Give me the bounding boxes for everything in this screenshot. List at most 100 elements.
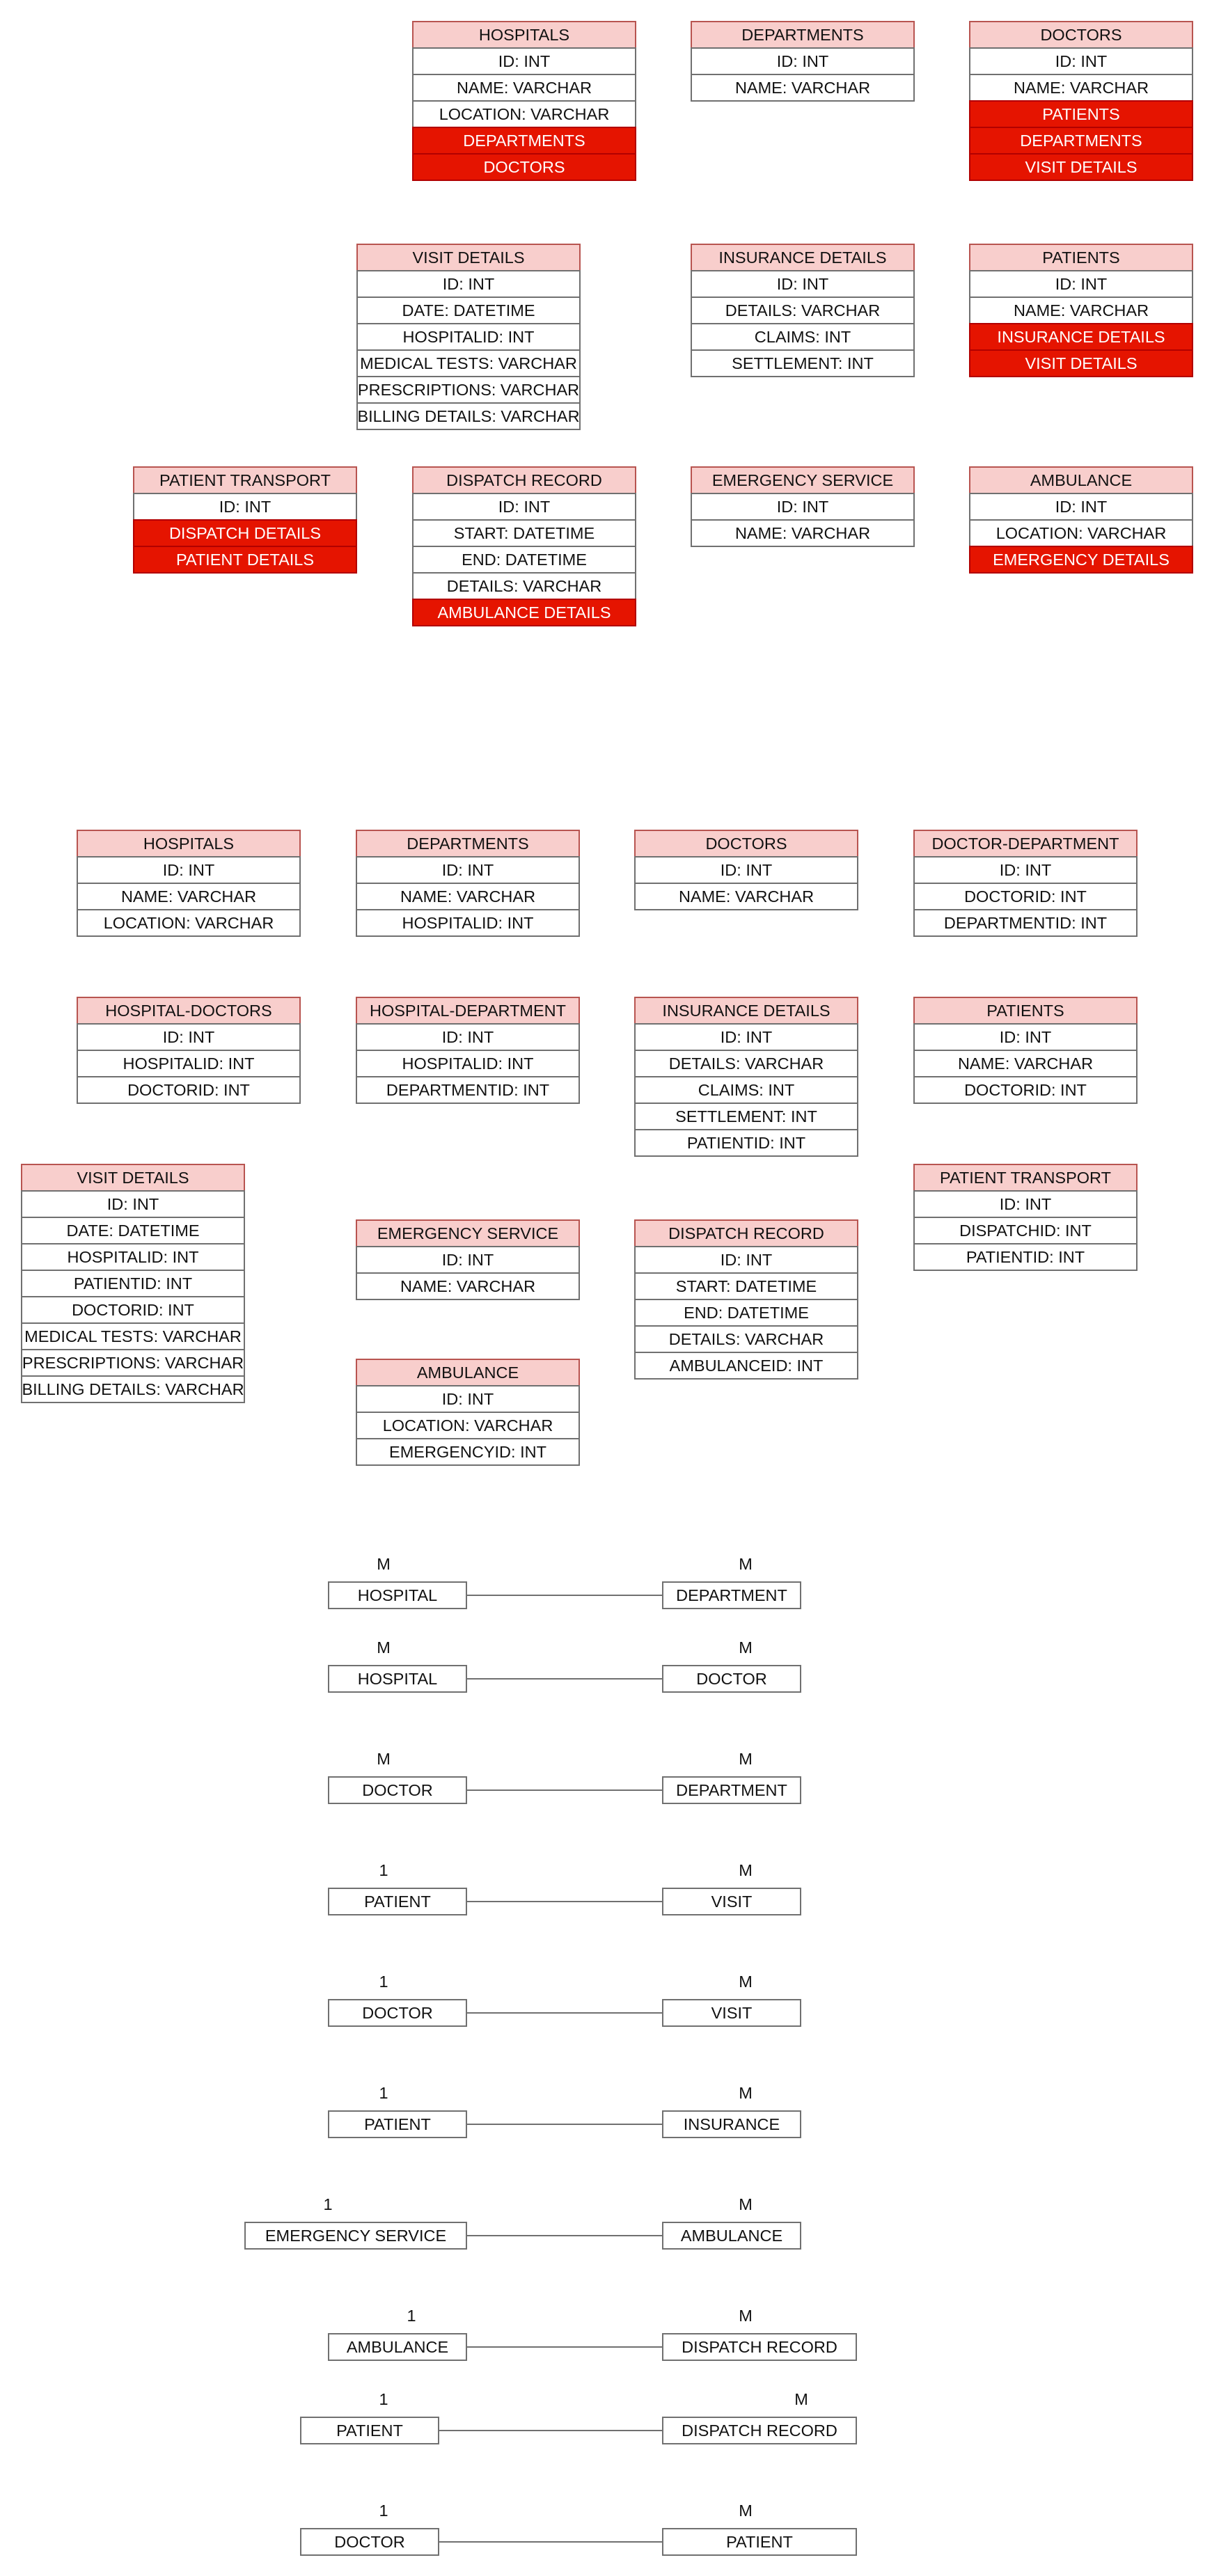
table-header[interactable]: HOSPITALS xyxy=(412,21,636,49)
table-header[interactable]: EMERGENCY SERVICE xyxy=(356,1219,580,1247)
table-field[interactable]: CLAIMS: INT xyxy=(634,1076,858,1104)
table-field[interactable]: DETAILS: VARCHAR xyxy=(691,297,915,324)
entity-box-dispatch-record[interactable]: DISPATCH RECORD xyxy=(662,2417,857,2444)
table-field[interactable]: DOCTORID: INT xyxy=(77,1076,301,1104)
table-header[interactable]: HOSPITALS xyxy=(77,830,301,858)
table-field[interactable]: DOCTORID: INT xyxy=(913,1076,1138,1104)
table-field[interactable]: LOCATION: VARCHAR xyxy=(969,519,1193,547)
table-field-highlighted[interactable]: EMERGENCY DETAILS xyxy=(969,546,1193,574)
table-field[interactable]: PATIENTID: INT xyxy=(21,1270,245,1297)
table-header[interactable]: DOCTORS xyxy=(969,21,1193,49)
entity-box-hospital[interactable]: HOSPITAL xyxy=(328,1581,467,1609)
table-field[interactable]: MEDICAL TESTS: VARCHAR xyxy=(356,349,581,377)
table-field[interactable]: NAME: VARCHAR xyxy=(691,519,915,547)
table-field[interactable]: PRESCRIPTIONS: VARCHAR xyxy=(356,376,581,404)
table-field-highlighted[interactable]: AMBULANCE DETAILS xyxy=(412,599,636,626)
table-field[interactable]: DATE: DATETIME xyxy=(356,297,581,324)
table-header[interactable]: DEPARTMENTS xyxy=(356,830,580,858)
table-header[interactable]: PATIENT TRANSPORT xyxy=(913,1164,1138,1192)
table-field[interactable]: HOSPITALID: INT xyxy=(77,1050,301,1077)
entity-box-ambulance[interactable]: AMBULANCE xyxy=(328,2333,467,2361)
table-field[interactable]: LOCATION: VARCHAR xyxy=(356,1412,580,1439)
table-field[interactable]: ID: INT xyxy=(691,270,915,298)
table-field-highlighted[interactable]: DEPARTMENTS xyxy=(412,127,636,155)
table-header[interactable]: AMBULANCE xyxy=(356,1359,580,1386)
table-field-highlighted[interactable]: INSURANCE DETAILS xyxy=(969,323,1193,351)
table-field[interactable]: NAME: VARCHAR xyxy=(356,1272,580,1300)
entity-box-doctor[interactable]: DOCTOR xyxy=(300,2528,439,2556)
entity-box-patient[interactable]: PATIENT xyxy=(328,2110,467,2138)
table-field[interactable]: BILLING DETAILS: VARCHAR xyxy=(356,402,581,430)
table-field[interactable]: DETAILS: VARCHAR xyxy=(412,572,636,600)
table-header[interactable]: EMERGENCY SERVICE xyxy=(691,466,915,494)
table-field[interactable]: LOCATION: VARCHAR xyxy=(412,100,636,128)
table-field[interactable]: NAME: VARCHAR xyxy=(913,1050,1138,1077)
table-field[interactable]: DEPARTMENTID: INT xyxy=(356,1076,580,1104)
table-field[interactable]: CLAIMS: INT xyxy=(691,323,915,351)
table-header[interactable]: DEPARTMENTS xyxy=(691,21,915,49)
table-field[interactable]: BILLING DETAILS: VARCHAR xyxy=(21,1375,245,1403)
table-field[interactable]: ID: INT xyxy=(356,856,580,884)
table-header[interactable]: DISPATCH RECORD xyxy=(634,1219,858,1247)
entity-box-insurance[interactable]: INSURANCE xyxy=(662,2110,801,2138)
table-field[interactable]: ID: INT xyxy=(969,493,1193,521)
table-field-highlighted[interactable]: VISIT DETAILS xyxy=(969,349,1193,377)
table-field[interactable]: MEDICAL TESTS: VARCHAR xyxy=(21,1322,245,1350)
table-field[interactable]: NAME: VARCHAR xyxy=(969,297,1193,324)
table-field-highlighted[interactable]: DOCTORS xyxy=(412,153,636,181)
entity-box-emergency-service[interactable]: EMERGENCY SERVICE xyxy=(244,2222,467,2250)
table-header[interactable]: VISIT DETAILS xyxy=(356,244,581,271)
table-field[interactable]: ID: INT xyxy=(412,493,636,521)
table-field[interactable]: PATIENTID: INT xyxy=(634,1129,858,1157)
table-field[interactable]: PATIENTID: INT xyxy=(913,1243,1138,1271)
table-header[interactable]: DISPATCH RECORD xyxy=(412,466,636,494)
table-field[interactable]: NAME: VARCHAR xyxy=(412,74,636,102)
table-field[interactable]: ID: INT xyxy=(913,1190,1138,1218)
table-field[interactable]: HOSPITALID: INT xyxy=(356,1050,580,1077)
table-header[interactable]: PATIENTS xyxy=(969,244,1193,271)
table-field-highlighted[interactable]: PATIENT DETAILS xyxy=(133,546,357,574)
table-field[interactable]: AMBULANCEID: INT xyxy=(634,1352,858,1380)
table-header[interactable]: DOCTOR-DEPARTMENT xyxy=(913,830,1138,858)
table-field[interactable]: ID: INT xyxy=(913,856,1138,884)
entity-box-doctor[interactable]: DOCTOR xyxy=(662,1665,801,1693)
entity-box-doctor[interactable]: DOCTOR xyxy=(328,1776,467,1804)
table-field[interactable]: DEPARTMENTID: INT xyxy=(913,909,1138,937)
table-field[interactable]: ID: INT xyxy=(356,1023,580,1051)
table-field[interactable]: ID: INT xyxy=(21,1190,245,1218)
entity-box-patient[interactable]: PATIENT xyxy=(328,1888,467,1915)
entity-box-patient[interactable]: PATIENT xyxy=(662,2528,857,2556)
table-header[interactable]: AMBULANCE xyxy=(969,466,1193,494)
table-field[interactable]: HOSPITALID: INT xyxy=(356,323,581,351)
table-field[interactable]: ID: INT xyxy=(356,270,581,298)
entity-box-patient[interactable]: PATIENT xyxy=(300,2417,439,2444)
entity-box-department[interactable]: DEPARTMENT xyxy=(662,1776,801,1804)
table-field[interactable]: EMERGENCYID: INT xyxy=(356,1438,580,1466)
table-field[interactable]: ID: INT xyxy=(691,493,915,521)
entity-box-doctor[interactable]: DOCTOR xyxy=(328,1999,467,2027)
table-field[interactable]: ID: INT xyxy=(356,1385,580,1413)
table-field[interactable]: ID: INT xyxy=(691,47,915,75)
